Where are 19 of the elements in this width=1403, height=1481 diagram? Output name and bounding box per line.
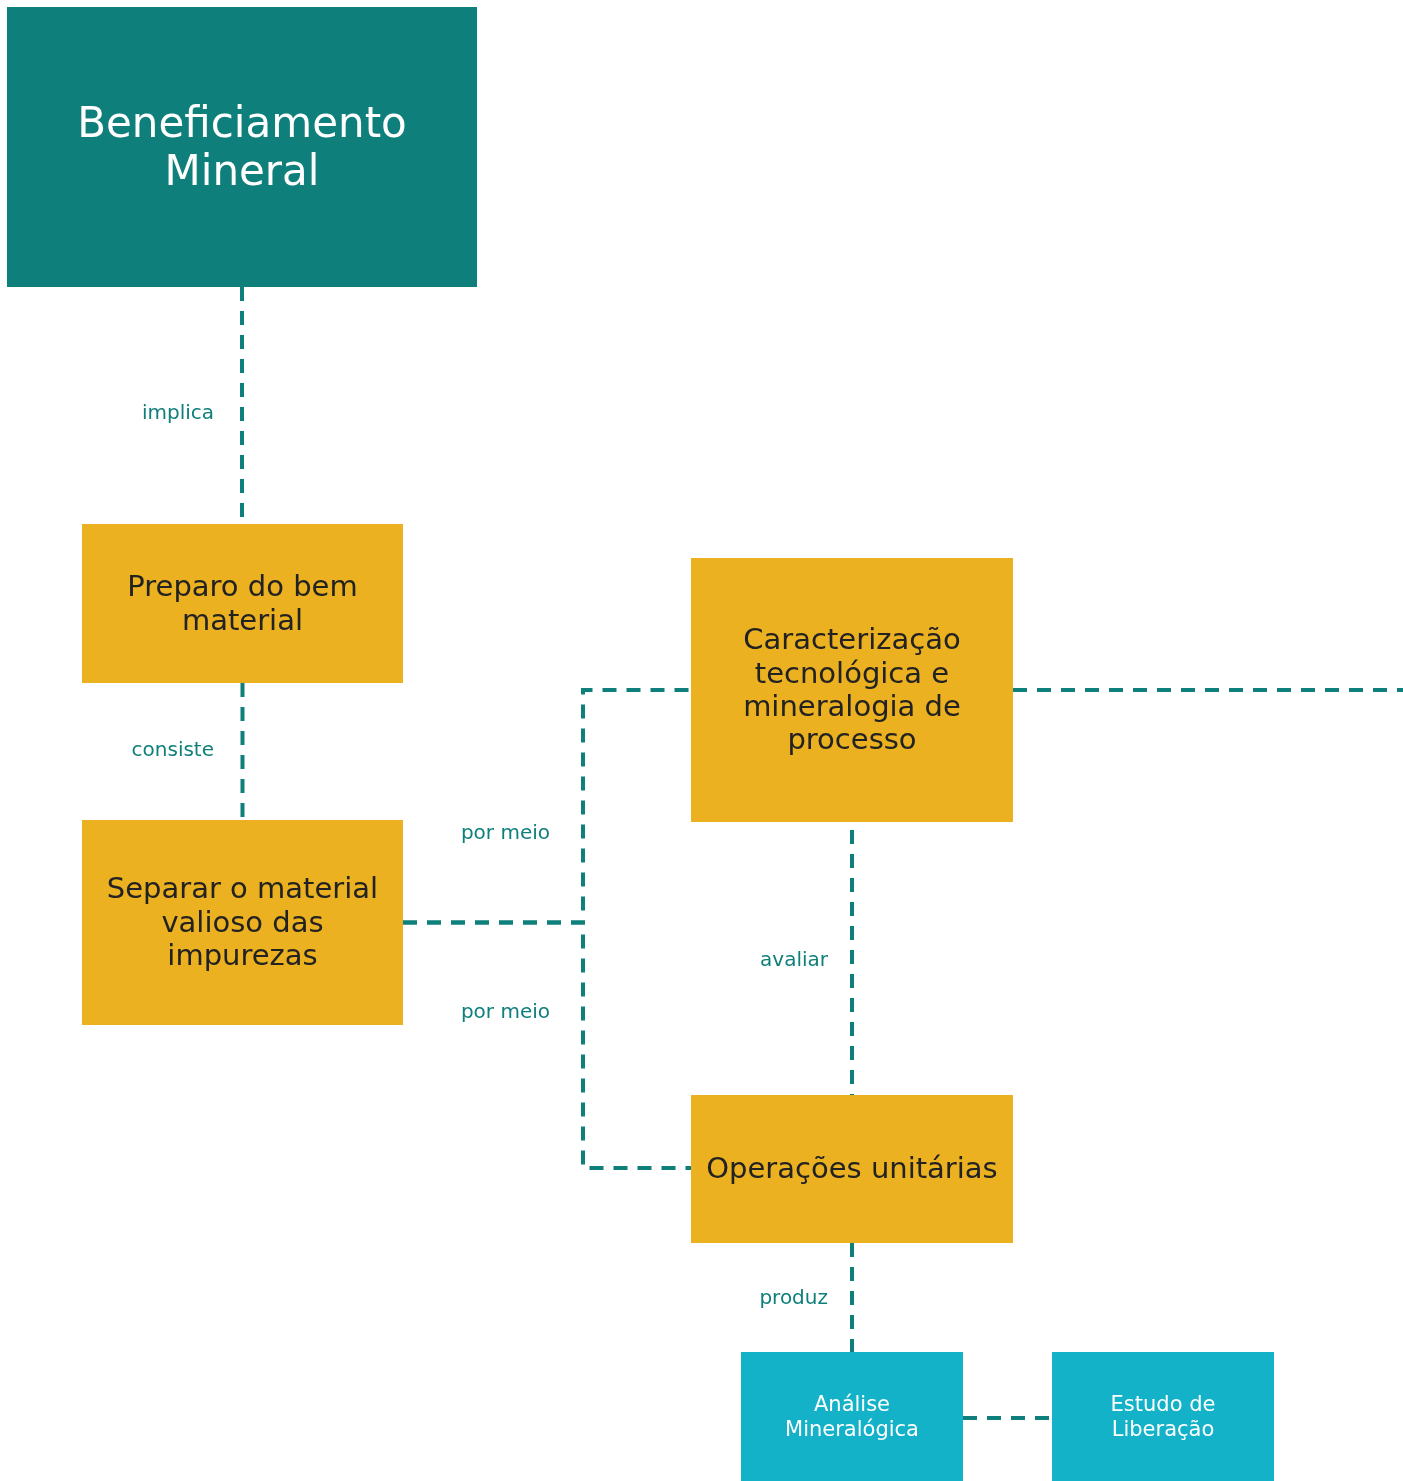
- concept-box: Caracterização tecnológica e mineralogia de processo: [691, 558, 1013, 822]
- concept-box: Análise Mineralógica: [741, 1352, 963, 1481]
- edge-label: por meio: [460, 999, 550, 1023]
- concept-box: Operações unitárias: [691, 1095, 1013, 1243]
- concept-box: Separar o material valioso das impurezas: [82, 820, 403, 1025]
- dashed-connector: [850, 1243, 854, 1352]
- edge-label: por meio: [460, 820, 550, 844]
- concept-box: Preparo do bem material: [82, 524, 403, 683]
- dashed-connector: [1013, 688, 1403, 692]
- concept-box: Beneficiamento Mineral: [7, 7, 477, 287]
- dashed-connector: [403, 920, 691, 1170]
- edge-label: avaliar: [760, 947, 828, 971]
- concept-box: Estudo de Liberação: [1052, 1352, 1274, 1481]
- edge-label: implica: [141, 400, 214, 424]
- dashed-connector: [240, 683, 245, 820]
- edge-label: produz: [759, 1285, 828, 1309]
- dashed-connector: [850, 830, 854, 1095]
- dashed-connector: [963, 1416, 1052, 1420]
- edge-label: consiste: [131, 737, 214, 761]
